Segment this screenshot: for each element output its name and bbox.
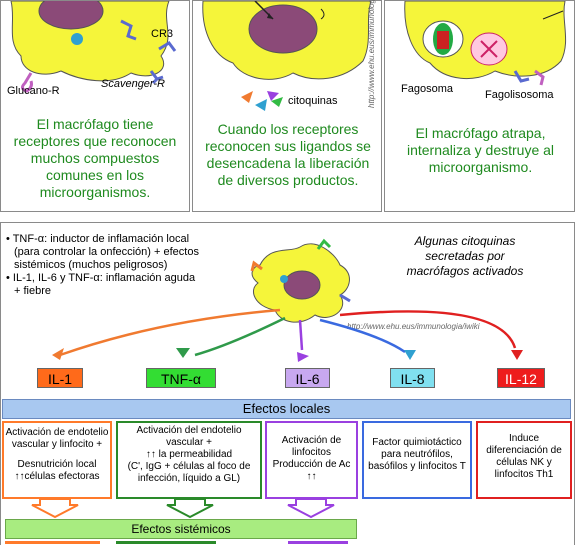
cytokine-arrows xyxy=(52,308,523,362)
panel1-caption: El macrófago tiene receptores que recono… xyxy=(13,116,177,200)
citoquinas-label: citoquinas xyxy=(288,95,338,107)
triangle-tnf xyxy=(176,348,190,358)
triangle-il1 xyxy=(52,348,64,360)
cytokine-il8: IL-8 xyxy=(390,368,435,388)
panel-phagocytosis: Fagosoma Fagolisosoma El macrófago atrap… xyxy=(384,0,575,212)
cytokine-il6: IL-6 xyxy=(285,368,330,388)
panel2-caption: Cuando los receptores reconocen sus liga… xyxy=(205,121,371,188)
arrow-il6 xyxy=(298,319,304,351)
effect-il6: Activación de linfocitos Producción de A… xyxy=(265,421,358,499)
arrow-il12 xyxy=(339,310,517,349)
triangle-il8 xyxy=(404,350,416,360)
arrow-down-tnf xyxy=(166,499,214,519)
macrophage-phagocytosis-illustration xyxy=(404,1,567,86)
effect-il12: Induce diferenciación de células NK y li… xyxy=(476,421,572,499)
bottom-url: http://www.ehu.eus/immunologia/iwiki xyxy=(347,322,480,331)
cytokine-il12: IL-12 xyxy=(497,368,545,388)
arrow-il8 xyxy=(319,318,406,354)
activated-macrophage-illustration xyxy=(250,238,351,323)
vertical-url-text: http://www.ehu.eus/immunologia xyxy=(367,0,376,108)
panel-receptors: CR3 Glucano-R Scavenger-R El macrófago t… xyxy=(0,0,190,212)
fagosoma-label: Fagosoma xyxy=(401,83,453,95)
bottom-edge-marks xyxy=(0,541,575,545)
receptor-cr3-label: CR3 xyxy=(151,28,174,40)
bullet-list: • TNF-α: inductor de inflamación local (… xyxy=(6,233,199,297)
receptor-scavenger-label: Scavenger-R xyxy=(101,78,165,90)
effect-il8: Factor quimiotáctico para neutrófilos, b… xyxy=(362,421,472,499)
systemic-arrows xyxy=(31,499,335,519)
arrow-il1 xyxy=(59,308,281,357)
cytokine-il1: IL-1 xyxy=(37,368,83,388)
effect-tnf: Activación del endotelio vascular + ↑↑ l… xyxy=(116,421,262,499)
arrow-down-il6 xyxy=(287,499,335,519)
arrow-tnf xyxy=(194,316,286,357)
macrophage-receptors-illustration xyxy=(10,1,177,93)
arrow-down-il1 xyxy=(31,499,79,519)
fagolisosoma-label: Fagolisosoma xyxy=(485,89,554,101)
efectos-sistemicos-bar: Efectos sistémicos xyxy=(5,519,357,539)
macrophage-signaling-illustration xyxy=(202,1,372,111)
panel-cytokine-release: citoquinas Cuando los receptores reconoc… xyxy=(192,0,382,212)
triangle-il6 xyxy=(297,352,309,362)
cytokine-tnf: TNF-α xyxy=(146,368,216,388)
effect-il1: Activación de endotelio vascular y linfo… xyxy=(2,421,112,499)
receptor-glucano-label: Glucano-R xyxy=(7,85,60,97)
triangle-il12 xyxy=(511,350,523,360)
panel3-caption: El macrófago atrapa, internaliza y destr… xyxy=(406,125,555,175)
cell-caption: Algunas citoquinas secretadas por macróf… xyxy=(406,234,524,278)
efectos-locales-bar: Efectos locales xyxy=(2,399,571,419)
